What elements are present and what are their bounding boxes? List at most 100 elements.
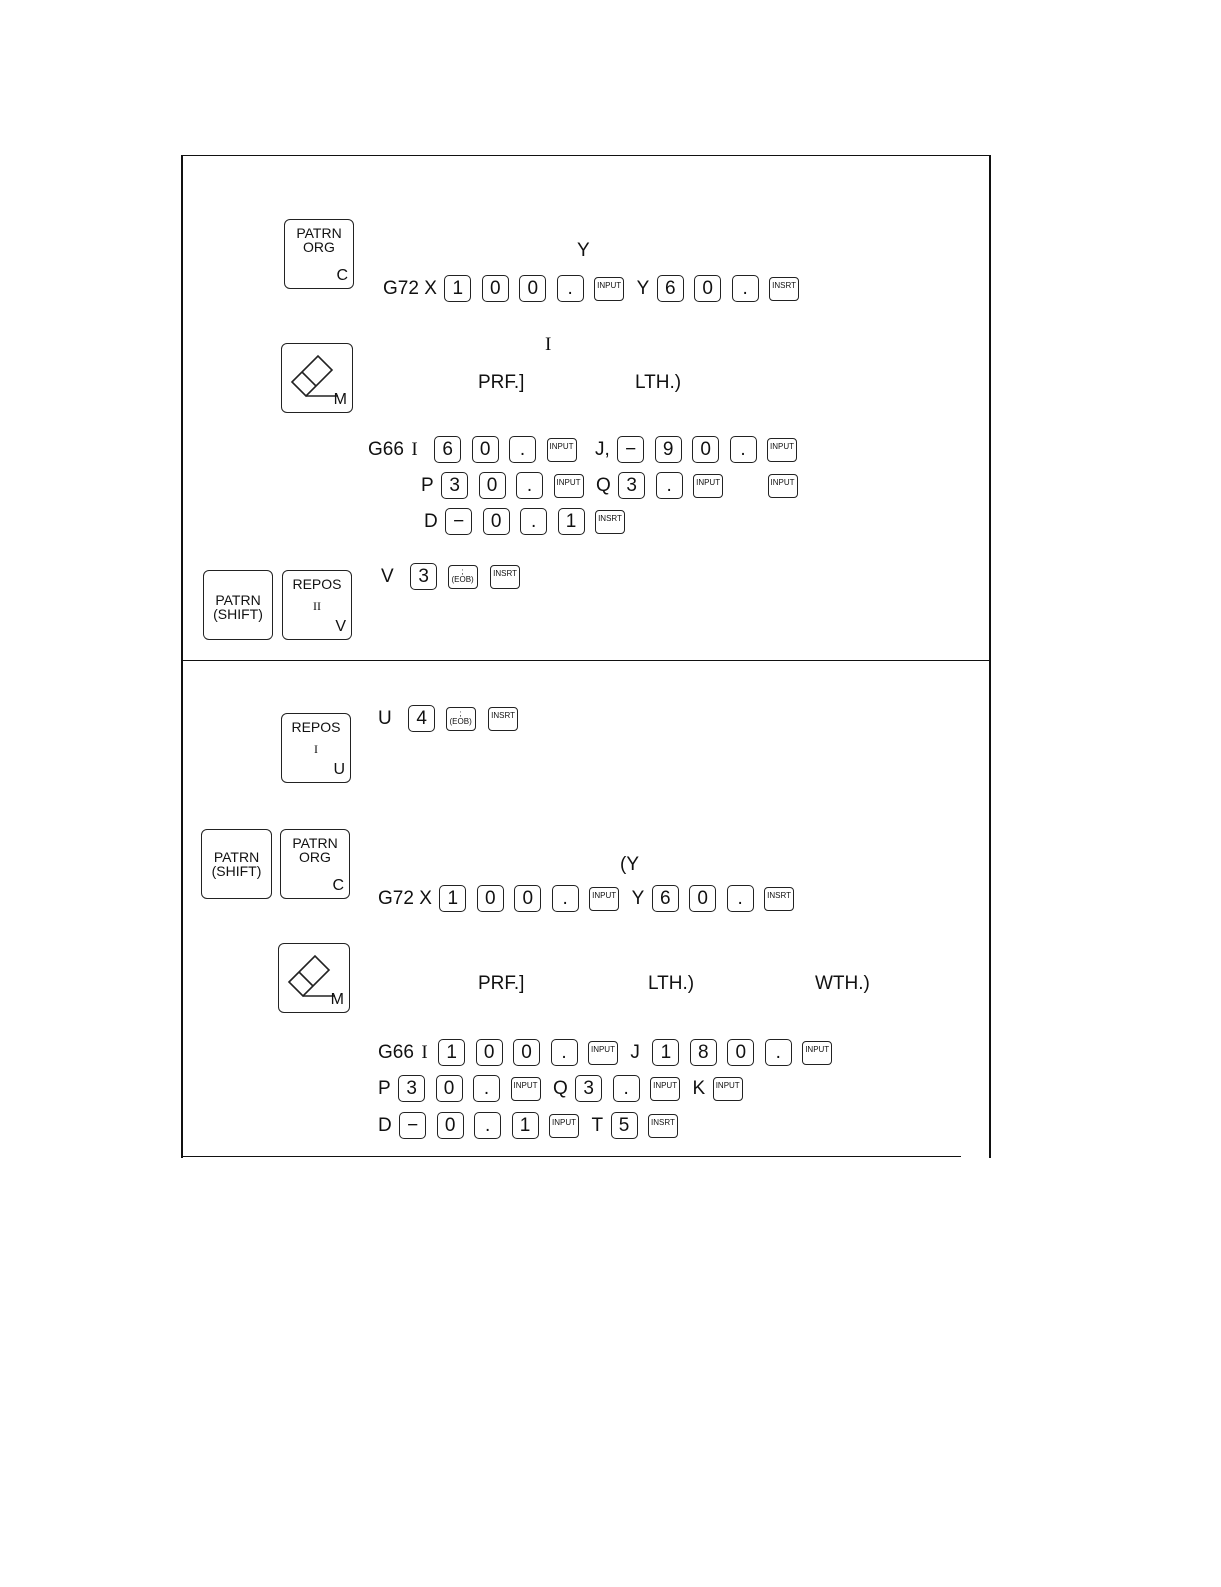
decimal-key[interactable]: .	[551, 885, 579, 912]
decimal-key[interactable]: .	[550, 1039, 578, 1066]
digit-key[interactable]: 3	[441, 472, 469, 499]
minus-key[interactable]: −	[445, 508, 473, 535]
digit-key[interactable]: 6	[656, 275, 684, 302]
decimal-key[interactable]: .	[556, 275, 584, 302]
patrn-org-key[interactable]: PATRN ORG C	[280, 829, 350, 899]
v-row: V 3 ;(EOB) INSRT	[381, 563, 528, 597]
digit-key[interactable]: 0	[482, 508, 510, 535]
eob-semicolon: ;	[459, 708, 462, 718]
bottom-rule	[181, 1156, 961, 1157]
input-key[interactable]: INPUT	[712, 1076, 743, 1101]
input-key[interactable]: INPUT	[546, 437, 577, 462]
clear-eraser-key[interactable]: M	[281, 343, 353, 413]
input-key[interactable]: INPUT	[510, 1076, 541, 1101]
patrn-org-key[interactable]: PATRN ORG C	[284, 219, 354, 289]
decimal-key[interactable]: .	[474, 1112, 502, 1139]
note-prf: PRF.]	[478, 973, 525, 994]
digit-key[interactable]: 0	[513, 1039, 541, 1066]
input-key[interactable]: INPUT	[553, 473, 584, 498]
input-key[interactable]: INPUT	[587, 1040, 618, 1065]
insrt-key[interactable]: INSRT	[488, 706, 519, 731]
digit-key[interactable]: 1	[652, 1039, 680, 1066]
section-divider	[181, 660, 989, 661]
digit-key[interactable]: 0	[471, 436, 499, 463]
insrt-key[interactable]: INSRT	[769, 276, 800, 301]
eob-key[interactable]: ;(EOB)	[447, 564, 478, 589]
digit-key[interactable]: 0	[727, 1039, 755, 1066]
decimal-key[interactable]: .	[729, 436, 757, 463]
axis-label: Y	[631, 887, 645, 909]
input-key[interactable]: INPUT	[767, 473, 798, 498]
key-line2: (SHIFT)	[213, 606, 263, 622]
digit-key[interactable]: 3	[575, 1075, 603, 1102]
note-y: (Y	[620, 854, 639, 875]
clear-eraser-key[interactable]: M	[278, 943, 350, 1013]
digit-key[interactable]: 1	[438, 1039, 466, 1066]
decimal-key[interactable]: .	[764, 1039, 792, 1066]
digit-key[interactable]: 1	[439, 885, 467, 912]
digit-key[interactable]: 3	[618, 472, 646, 499]
d-row-1: D − 0 . 1 INSRT	[424, 508, 633, 542]
digit-key[interactable]: 0	[435, 1075, 463, 1102]
q-label: Q	[595, 474, 611, 496]
t-label: T	[591, 1114, 604, 1136]
decimal-key[interactable]: .	[516, 472, 544, 499]
digit-key[interactable]: 0	[481, 275, 509, 302]
digit-key[interactable]: 3	[398, 1075, 426, 1102]
digit-key[interactable]: 0	[475, 1039, 503, 1066]
note-lth: LTH.)	[648, 973, 695, 994]
insrt-key[interactable]: INSRT	[764, 886, 795, 911]
g66-row-2: G66 I 1 0 0 . INPUT J 1 8 0 . INPUT	[378, 1039, 840, 1073]
digit-key[interactable]: 0	[519, 275, 547, 302]
key-corner: C	[336, 267, 348, 284]
digit-key[interactable]: 0	[689, 885, 717, 912]
note-y: Y	[577, 240, 590, 261]
patrn-shift-key[interactable]: PATRN (SHIFT)	[201, 829, 272, 899]
digit-key[interactable]: 0	[692, 436, 720, 463]
decimal-key[interactable]: .	[473, 1075, 501, 1102]
minus-key[interactable]: −	[399, 1112, 427, 1139]
digit-key[interactable]: 0	[514, 885, 542, 912]
digit-key[interactable]: 8	[689, 1039, 717, 1066]
insrt-key[interactable]: INSRT	[490, 564, 521, 589]
insrt-key[interactable]: INSRT	[595, 509, 625, 534]
digit-key[interactable]: 6	[434, 436, 462, 463]
patrn-shift-key[interactable]: PATRN (SHIFT)	[203, 570, 273, 640]
digit-key[interactable]: 6	[651, 885, 679, 912]
input-key[interactable]: INPUT	[802, 1040, 833, 1065]
input-key[interactable]: INPUT	[594, 276, 625, 301]
digit-key[interactable]: 1	[444, 275, 472, 302]
v-label: V	[381, 565, 394, 587]
decimal-key[interactable]: .	[612, 1075, 640, 1102]
repos-ii-key[interactable]: REPOS II V	[282, 570, 352, 640]
digit-key[interactable]: 0	[476, 885, 504, 912]
g66-row-1: G66 I 6 0 . INPUT J, − 9 0 . INPUT	[368, 436, 805, 470]
input-key[interactable]: INPUT	[589, 886, 620, 911]
repos-i-key[interactable]: REPOS I U	[281, 713, 351, 783]
eob-key[interactable]: ;(EOB)	[445, 706, 476, 731]
digit-key[interactable]: 0	[694, 275, 722, 302]
decimal-key[interactable]: .	[520, 508, 548, 535]
digit-key[interactable]: 9	[654, 436, 682, 463]
eraser-icon	[290, 354, 338, 398]
digit-key[interactable]: 3	[410, 563, 438, 590]
digit-key[interactable]: 0	[436, 1112, 464, 1139]
digit-key[interactable]: 1	[557, 508, 585, 535]
eraser-icon	[287, 954, 335, 998]
minus-key[interactable]: −	[617, 436, 645, 463]
digit-key[interactable]: 0	[478, 472, 506, 499]
input-key[interactable]: INPUT	[767, 437, 798, 462]
insrt-key[interactable]: INSRT	[647, 1113, 678, 1138]
decimal-key[interactable]: .	[655, 472, 683, 499]
input-key[interactable]: INPUT	[693, 473, 724, 498]
key-line2: ORG	[303, 239, 335, 255]
decimal-key[interactable]: .	[726, 885, 754, 912]
input-key[interactable]: INPUT	[549, 1113, 579, 1138]
digit-key[interactable]: 1	[511, 1112, 539, 1139]
digit-key[interactable]: 5	[610, 1112, 638, 1139]
decimal-key[interactable]: .	[509, 436, 537, 463]
d-row-2: D − 0 . 1 INPUT T 5 INSRT	[378, 1112, 686, 1146]
digit-key[interactable]: 4	[408, 705, 436, 732]
input-key[interactable]: INPUT	[650, 1076, 681, 1101]
decimal-key[interactable]: .	[731, 275, 759, 302]
